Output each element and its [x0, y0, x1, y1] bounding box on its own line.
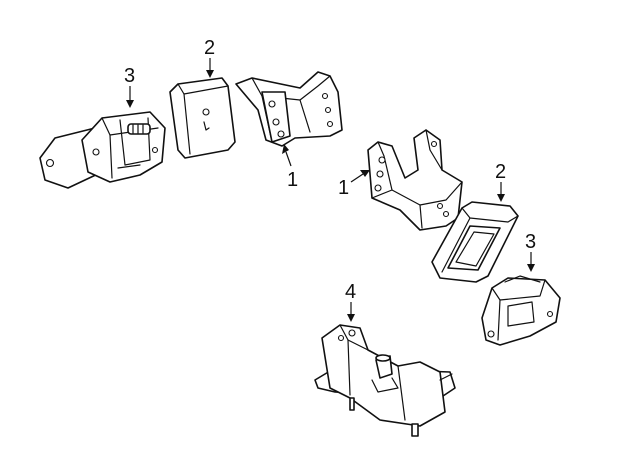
engine-mount-bracket-right [367, 129, 463, 231]
engine-mount-insulator-left [39, 111, 166, 189]
callout-label: 2 [495, 161, 506, 183]
callout-label: 3 [525, 231, 536, 253]
mount-cushion-left [169, 77, 236, 159]
callout-trans-mount: 4 [345, 281, 356, 322]
engine-mount-bracket-left [235, 71, 343, 147]
callout-insulator-left: 3 [124, 65, 135, 108]
engine-mount-insulator-right [481, 275, 561, 346]
mount-cushion-right [431, 201, 519, 283]
callout-label: 3 [124, 65, 135, 87]
callout-label: 1 [338, 177, 349, 199]
transmission-mount [314, 324, 456, 437]
callout-label: 4 [345, 281, 356, 303]
callout-bracket-left: 1 [282, 144, 298, 191]
callout-label: 2 [204, 37, 215, 59]
callout-cushion-left: 2 [204, 37, 215, 78]
callout-bracket-right: 1 [338, 170, 370, 199]
callout-insulator-right: 3 [525, 231, 536, 272]
callout-cushion-right: 2 [495, 161, 506, 202]
callout-label: 1 [287, 169, 298, 191]
